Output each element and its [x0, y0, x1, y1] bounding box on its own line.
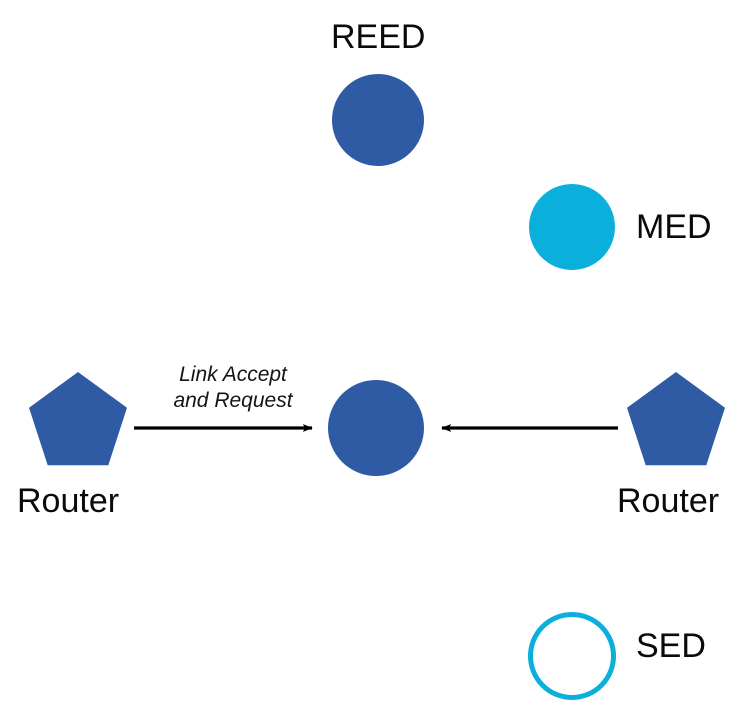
- edge-label-link-accept-and-request: Link Accept and Request: [173, 363, 293, 412]
- node-med-circle[interactable]: [529, 184, 615, 270]
- node-label-sed: SED: [636, 627, 706, 665]
- node-label-reed: REED: [331, 18, 426, 56]
- node-label-router-left: Router: [17, 482, 120, 520]
- node-router-right-pentagon[interactable]: [627, 372, 725, 466]
- node-leader-circle[interactable]: [328, 380, 424, 476]
- node-sed-circle[interactable]: [528, 612, 616, 700]
- node-reed-circle[interactable]: [332, 74, 424, 166]
- node-router-left-pentagon[interactable]: [29, 372, 127, 466]
- node-label-med: MED: [636, 208, 712, 246]
- node-label-router-right: Router: [617, 482, 720, 520]
